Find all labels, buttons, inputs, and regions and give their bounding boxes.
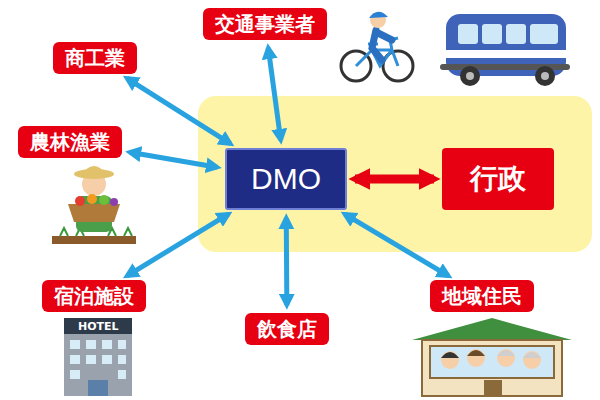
stakeholder-label: 商工業 <box>53 42 137 74</box>
illustration-part <box>372 30 392 60</box>
illustration-part <box>82 166 106 174</box>
connector-arrow <box>355 175 434 184</box>
illustration-part <box>523 351 541 369</box>
illustration-part <box>99 195 109 205</box>
illustration-part <box>430 346 554 378</box>
connector-arrow <box>130 152 217 167</box>
illustration-part <box>497 350 515 356</box>
illustration-part <box>70 370 80 379</box>
dmo-box: DMO <box>225 148 347 210</box>
node-text: 地域住民 <box>442 283 522 309</box>
illustration-part <box>467 349 485 367</box>
illustration-part <box>497 349 515 367</box>
stakeholder-label: 飲食店 <box>245 313 329 345</box>
illustration-part <box>506 24 526 44</box>
illustration-part <box>118 370 126 379</box>
illustration-part <box>466 72 474 80</box>
illustration-part <box>88 380 108 396</box>
connector-arrow <box>127 214 228 276</box>
house-illustration <box>412 318 572 396</box>
bus-illustration <box>440 14 570 86</box>
illustration-part <box>102 340 112 349</box>
illustration-part <box>535 66 555 86</box>
node-text: 宿泊施設 <box>54 283 134 309</box>
illustration-part <box>86 355 96 364</box>
illustration-part <box>64 318 132 334</box>
node-text: 商工業 <box>65 45 125 71</box>
illustration-part <box>412 318 572 340</box>
illustration-part <box>441 352 459 358</box>
illustration-part <box>110 198 118 206</box>
illustration-part <box>530 24 558 44</box>
illustration-part <box>118 340 126 349</box>
connector-arrow <box>268 48 280 140</box>
illustration-part <box>70 340 126 379</box>
illustration-part <box>102 355 112 364</box>
illustration-part <box>87 194 97 204</box>
government-box: 行政 <box>442 148 554 210</box>
node-text: 行政 <box>470 159 526 199</box>
illustration-part <box>118 355 126 364</box>
cyclist-illustration <box>341 12 413 81</box>
node-text: 農林漁業 <box>30 129 110 155</box>
illustration-part <box>70 355 80 364</box>
stakeholder-label: 農林漁業 <box>18 126 122 158</box>
highlight-band <box>198 96 592 252</box>
illustration-part <box>86 340 96 349</box>
connector-arrow <box>284 218 290 305</box>
illustration-part <box>64 318 132 396</box>
connector-arrow <box>345 214 449 276</box>
stakeholder-label: 宿泊施設 <box>42 280 146 312</box>
hotel-illustration <box>64 318 132 396</box>
illustration-part <box>467 350 485 356</box>
illustration-part <box>541 72 549 80</box>
illustration-part <box>441 351 459 369</box>
illustration-part <box>422 340 562 396</box>
illustration-part <box>458 24 478 44</box>
illustration-part <box>75 196 85 206</box>
node-text: DMO <box>251 159 321 199</box>
illustration-part <box>446 50 566 58</box>
illustration-part <box>484 380 502 396</box>
illustration-part <box>68 204 120 222</box>
stakeholder-label: 交通事業者 <box>203 8 327 40</box>
node-text: 飲食店 <box>257 316 317 342</box>
connector-arrow <box>127 78 230 143</box>
farmer-illustration <box>52 166 136 244</box>
illustration-part <box>52 236 136 244</box>
illustration-part <box>523 352 541 358</box>
sign-text: HOTEL <box>78 320 119 333</box>
illustration-part <box>482 24 502 44</box>
illustration-part <box>460 66 480 86</box>
illustration-part <box>70 340 80 349</box>
node-text: 交通事業者 <box>215 11 315 37</box>
illustration-part <box>369 12 388 18</box>
stakeholder-label: 地域住民 <box>430 280 534 312</box>
